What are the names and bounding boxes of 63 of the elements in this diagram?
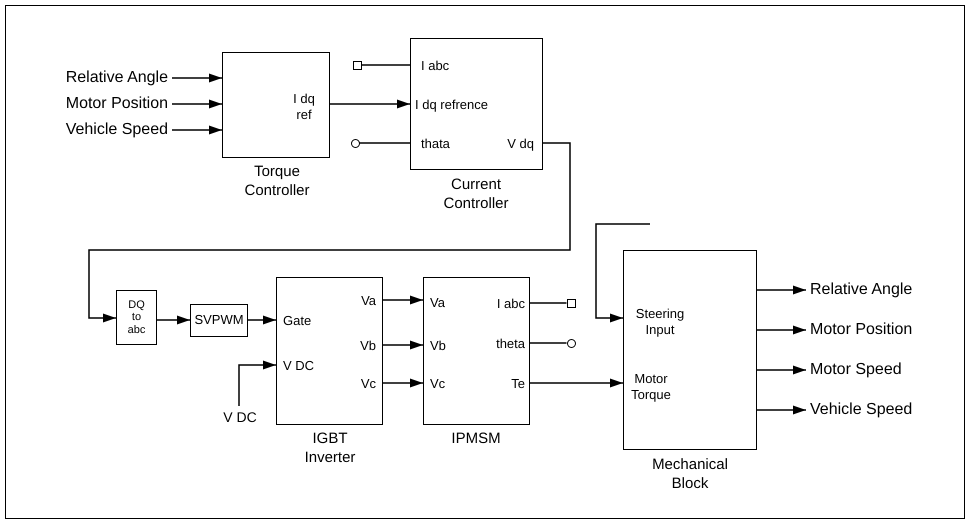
arrow bbox=[757, 326, 806, 334]
system-block bbox=[423, 277, 530, 425]
port-label: Steering Input bbox=[634, 306, 686, 338]
arrow bbox=[530, 378, 623, 388]
system-block bbox=[410, 38, 543, 170]
arrow bbox=[88, 142, 571, 322]
port-label: Gate bbox=[283, 313, 312, 329]
arrow bbox=[383, 378, 423, 388]
system-block bbox=[222, 52, 330, 158]
system-block bbox=[276, 277, 383, 425]
signal-label: Motor Speed bbox=[810, 362, 902, 378]
block-caption: IPMSM bbox=[450, 430, 502, 449]
arrow bbox=[238, 360, 276, 406]
arrow bbox=[757, 366, 806, 374]
port-label: I abc bbox=[421, 58, 450, 74]
block-caption: IGBT Inverter bbox=[304, 430, 356, 468]
process-block: DQ to abc bbox=[116, 290, 157, 345]
signal-label: Vehicle Speed bbox=[66, 122, 168, 138]
circle-terminal bbox=[350, 138, 360, 148]
port-label: I dq refrence bbox=[415, 97, 488, 113]
port-label: Vc bbox=[360, 376, 376, 392]
signal-line bbox=[530, 302, 566, 304]
port-label: Vc bbox=[430, 376, 446, 392]
square-terminal bbox=[566, 298, 576, 308]
signal-label: Motor Position bbox=[66, 96, 168, 112]
block-caption: Torque Controller bbox=[243, 163, 311, 200]
arrow bbox=[172, 100, 222, 108]
port-label: Vb bbox=[430, 338, 446, 354]
signal-label: Relative Angle bbox=[66, 70, 168, 86]
port-label: Va bbox=[361, 293, 376, 309]
signal-line bbox=[362, 64, 410, 66]
signal-line bbox=[360, 142, 410, 144]
signal-label: Motor Position bbox=[810, 322, 912, 338]
port-label: theta bbox=[496, 336, 525, 352]
arrow bbox=[157, 316, 190, 324]
arrow bbox=[248, 316, 276, 324]
port-label: I dq ref bbox=[292, 91, 316, 122]
arrow bbox=[172, 74, 222, 82]
arrow bbox=[330, 100, 410, 108]
port-label: Te bbox=[511, 376, 525, 392]
system-block bbox=[623, 250, 757, 450]
signal-line bbox=[530, 342, 566, 344]
block-caption: Mechanical Block bbox=[651, 456, 729, 494]
arrow bbox=[757, 286, 806, 294]
port-label: thata bbox=[421, 136, 450, 152]
process-block: SVPWM bbox=[190, 304, 248, 337]
signal-label: V DC bbox=[223, 410, 257, 424]
port-label: I abc bbox=[496, 296, 525, 312]
port-label: Motor Torque bbox=[630, 371, 672, 402]
arrow bbox=[383, 296, 423, 304]
arrow bbox=[383, 340, 423, 350]
circle-terminal bbox=[566, 338, 576, 348]
signal-label: Vehicle Speed bbox=[810, 402, 912, 418]
arrow bbox=[595, 223, 650, 322]
port-label: Vb bbox=[360, 338, 376, 354]
block-caption: Current Controller bbox=[442, 176, 510, 214]
port-label: Va bbox=[430, 295, 445, 311]
arrow bbox=[172, 126, 222, 134]
square-terminal bbox=[352, 60, 362, 70]
arrow bbox=[757, 406, 806, 414]
port-label: V DC bbox=[283, 358, 314, 374]
signal-label: Relative Angle bbox=[810, 282, 912, 298]
port-label: V dq bbox=[507, 136, 534, 152]
